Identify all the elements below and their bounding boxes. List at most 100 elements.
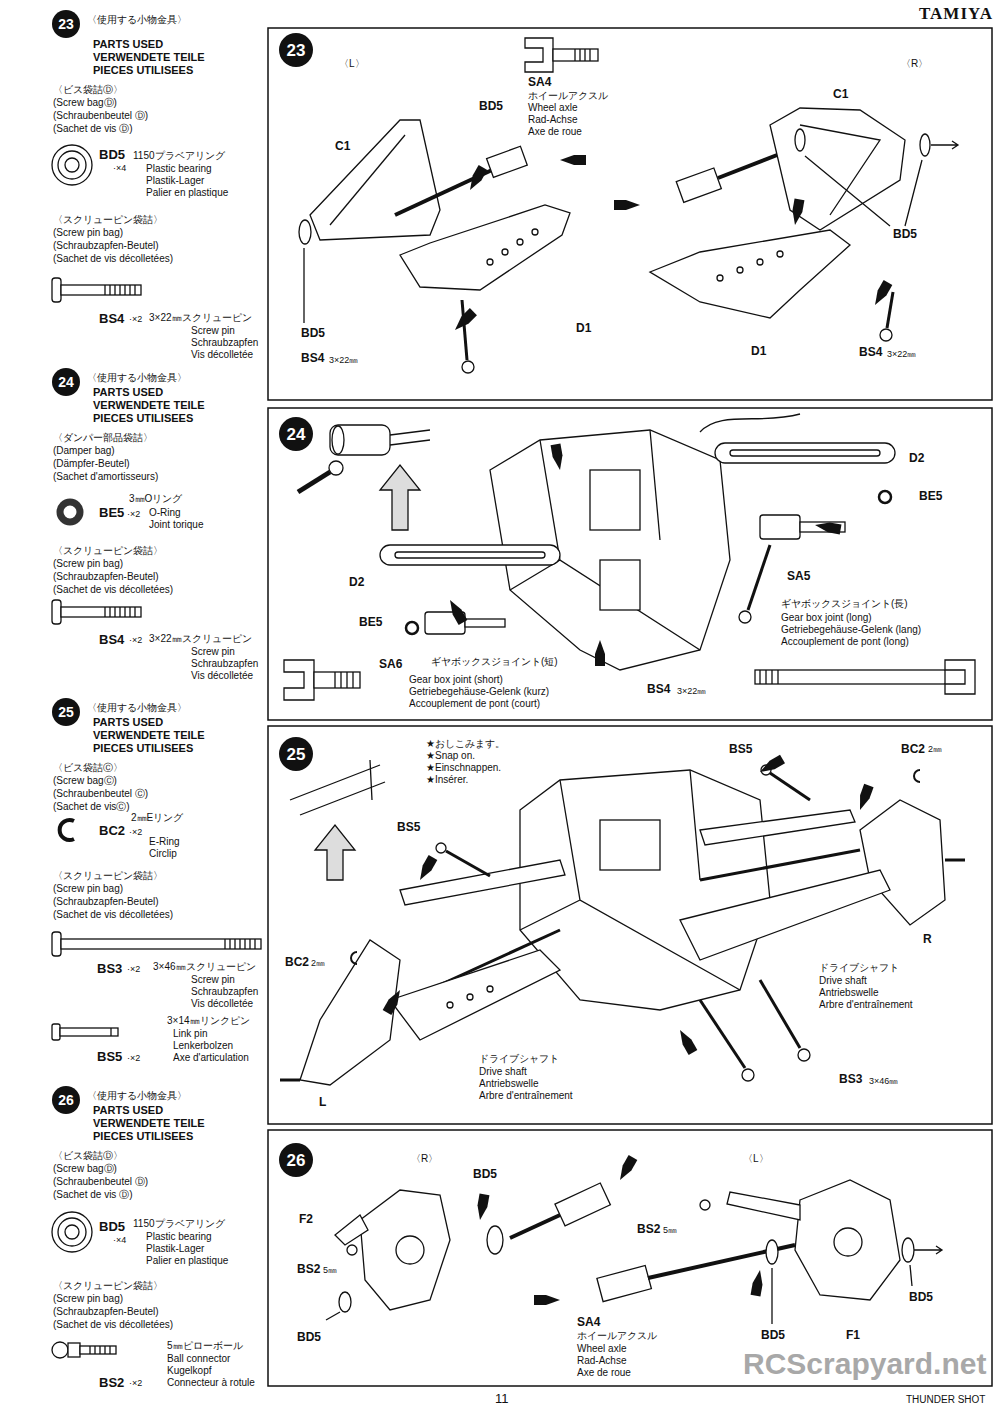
glue-arrow [534, 1295, 560, 1305]
part-drawing [299, 220, 311, 244]
part-drawing [517, 239, 523, 245]
part-drawing [880, 329, 892, 341]
step-number: 23 [52, 10, 80, 38]
label-text: 1150プラベアリング [132, 1218, 226, 1230]
label-text: 3×46㎜ [868, 1076, 899, 1086]
part-drawing [467, 994, 473, 1000]
label-text: 3×46㎜スクリューピン [152, 961, 257, 973]
part-code: BS4 [98, 312, 125, 327]
label-text: ·×2 [128, 314, 143, 324]
parts-icon [52, 1342, 68, 1358]
parts-icon [52, 600, 61, 624]
part-drawing [742, 1069, 754, 1081]
part-code: BS4 [300, 352, 325, 366]
label-text: 〈ビス袋詰Ⓒ〉 [52, 762, 124, 774]
label-text: (Schraubenbeutel Ⓓ) [52, 110, 149, 122]
part-drawing [396, 1236, 424, 1264]
part-code: D2 [908, 452, 925, 466]
parts-icon [61, 939, 261, 949]
part-drawing [770, 773, 810, 800]
part-drawing [553, 49, 598, 61]
label-text: Rad-Achse [527, 114, 578, 126]
part-code: BD5 [98, 148, 126, 163]
part-drawing [766, 1240, 778, 1264]
label-text: 3㎜Oリング [128, 493, 183, 505]
part-drawing [800, 125, 880, 215]
parts-icon [52, 145, 261, 1358]
step-panel [268, 1130, 992, 1386]
part-drawing [770, 108, 905, 230]
label-text: (Sachet de vis Ⓓ) [52, 1189, 133, 1201]
step-panel [268, 28, 992, 1386]
part-drawing [834, 1228, 862, 1256]
part-drawing [945, 660, 975, 694]
label-text: ·×2 [126, 1053, 141, 1063]
label-text: 〈スクリューピン袋詰〉 [52, 1280, 164, 1292]
step-number-text: 24 [58, 375, 74, 389]
part-drawing [777, 251, 783, 257]
part-drawing [914, 770, 920, 782]
part-code: F2 [298, 1213, 314, 1227]
step-number-text: 23 [58, 17, 74, 31]
parts-icon [225, 939, 255, 949]
part-drawing [798, 1049, 810, 1061]
label-text: ★おしこみます。 [425, 738, 506, 750]
part-drawing [390, 950, 560, 1040]
parts-icon [80, 1346, 116, 1354]
label-text: (Sachet de vis décolletées) [52, 1319, 174, 1331]
step-number: 26 [52, 1086, 80, 1114]
part-drawing [351, 952, 357, 964]
part-drawing [462, 361, 474, 373]
part-code: C1 [334, 140, 351, 154]
label-text: E-Ring [148, 836, 181, 848]
parts-icon [52, 1212, 92, 1252]
glue-arrow [676, 1028, 698, 1056]
label-text: Plastik-Lager [145, 175, 205, 187]
glue-arrow [451, 308, 476, 333]
parts-icon [60, 1028, 118, 1036]
label-text: Ball connector [166, 1353, 231, 1365]
label-text: Lenkerbolzen [172, 1040, 234, 1052]
label-text: ドライブシャフト [478, 1053, 560, 1065]
part-drawing [462, 300, 467, 360]
part-code: BD5 [892, 228, 918, 242]
label-text: 〈スクリューピン袋詰〉 [52, 214, 164, 226]
part-drawing [717, 275, 723, 281]
part-code: PIECES UTILISEES [92, 412, 194, 425]
step-number: 25 [52, 698, 80, 726]
label-text: Vis décolletée [190, 998, 254, 1010]
label-text: ·×2 [128, 635, 143, 645]
part-drawing [335, 1215, 368, 1245]
part-drawing [330, 135, 405, 225]
part-drawing [760, 670, 778, 684]
step-number-text: 25 [287, 746, 306, 763]
part-drawing [600, 820, 660, 870]
part-code: C1 [832, 88, 849, 102]
label-text: Schraubzapfen [190, 337, 259, 349]
parts-icon [52, 278, 61, 302]
part-drawing [315, 825, 355, 880]
glue-arrow [614, 200, 640, 210]
part-code: BC2 [900, 743, 926, 757]
part-code: BD5 [296, 1331, 322, 1345]
part-drawing [487, 146, 528, 177]
part-drawing [760, 980, 800, 1048]
label-text: Getriebegehäuse-Gelenk (lang) [780, 624, 922, 636]
label-text: Vis décolletée [190, 349, 254, 361]
part-drawing [700, 810, 855, 845]
glue-arrow [871, 280, 893, 308]
part-drawing [400, 205, 570, 290]
label-text: Getriebegehäuse-Gelenk (kurz) [408, 686, 550, 698]
label-text: 2㎜ [310, 958, 326, 968]
label-text: THUNDER SHOT [905, 1394, 986, 1406]
label-text: (Schraubzapfen-Beutel) [52, 240, 160, 252]
part-code: BD5 [472, 1168, 498, 1182]
label-text: Palier en plastique [145, 187, 229, 199]
part-drawing [487, 259, 493, 265]
label-text: 〈使用する小物金具〉 [86, 14, 188, 26]
part-code: PARTS USED [92, 386, 164, 399]
label-text: Gear box joint (long) [780, 612, 873, 624]
label-text: Wheel axle [527, 102, 578, 114]
part-drawing [860, 800, 945, 925]
label-text: 5㎜ [662, 1225, 678, 1235]
